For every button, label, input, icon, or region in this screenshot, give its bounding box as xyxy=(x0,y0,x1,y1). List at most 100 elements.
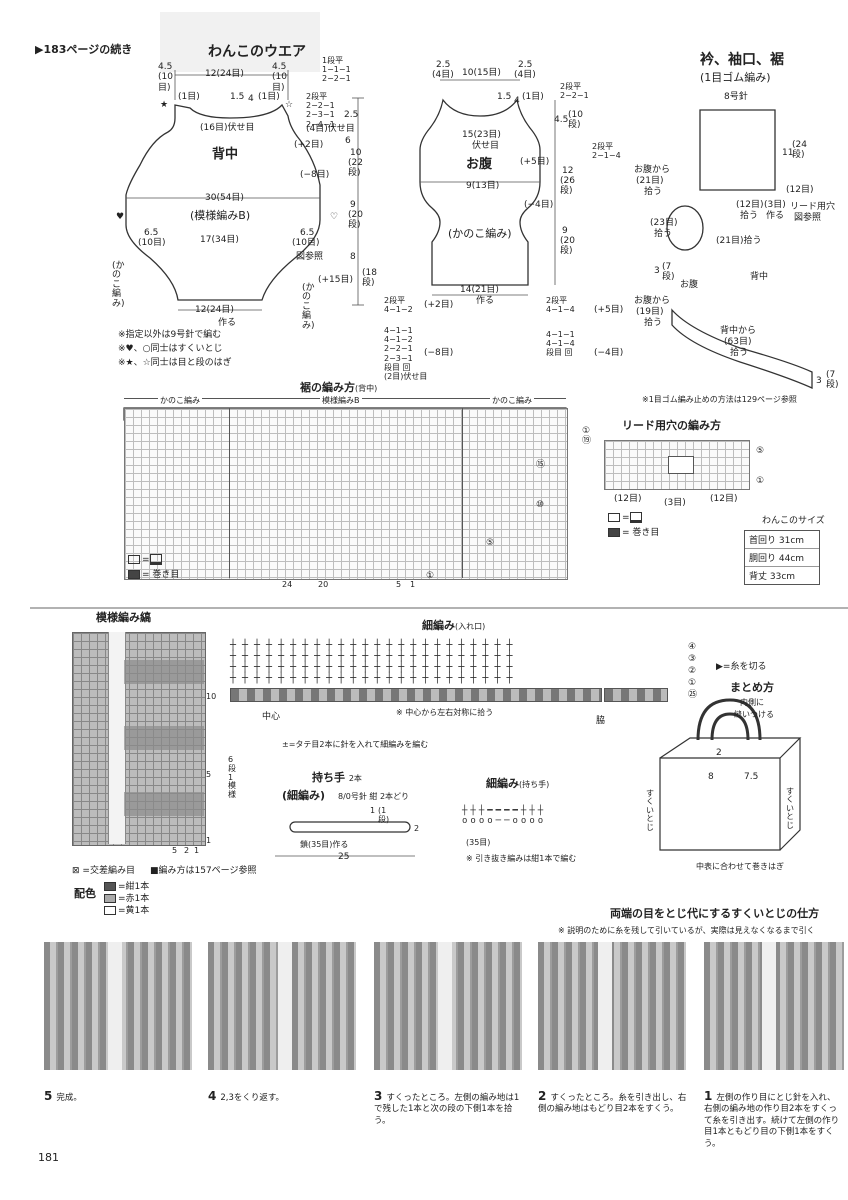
hem-chart-title-sub: (背中) xyxy=(355,384,378,393)
back-w65r-b: (10目) xyxy=(292,238,320,248)
belly-r9b: (20段) xyxy=(560,236,575,257)
bag-pattern-stripe-1 xyxy=(124,660,204,684)
hem-row-19: ⑲ xyxy=(582,436,592,446)
hem-bottom-5: 5 xyxy=(396,580,402,589)
collar-pick21b: (21目)拾う xyxy=(716,236,762,246)
collar-make3: (3目) xyxy=(764,200,786,210)
bag-sc-tate-text: =タテ目2本に針を入れて細編みを編む xyxy=(288,740,429,749)
hem-row-5: ⑤ xyxy=(486,538,495,548)
lead-hole-legend-a: = xyxy=(608,512,644,523)
back-h2b: (20段) xyxy=(348,210,363,231)
heart-left: ♥ xyxy=(116,212,125,222)
collar-pick12-b: 拾う xyxy=(740,211,759,221)
lead-hole-legend-a-text: = xyxy=(622,513,630,523)
bag-sc-tate: ±=タテ目2本に針を入れて細編みを編む xyxy=(282,740,428,749)
bag-sc-row-25: ㉕ xyxy=(688,690,698,700)
step-1-num: 1 xyxy=(704,1089,713,1103)
back-minus8: (−8目) xyxy=(300,170,330,180)
back-w65r: 6.5 xyxy=(300,228,315,238)
inc-l-a-1: 2段平 xyxy=(384,296,406,305)
belly-minus4b: (−4目) xyxy=(594,348,624,358)
back-step-2: 1−1−1 xyxy=(322,65,351,75)
finish-bottom: 中表に合わせて巻きはぎ xyxy=(696,862,784,871)
back-r25: 2.5 xyxy=(344,110,359,120)
back-bottom: 12(24目) xyxy=(195,305,234,315)
inc-steps-l-b: 4−1−1 4−1−2 2−2−1 2−3−1 段目 回 (2目)伏せ目 xyxy=(384,326,427,381)
belly-plus5: (+5目) xyxy=(520,157,550,167)
collar-note: ※1目ゴム編み止めの方法は129ページ参照 xyxy=(642,395,797,404)
bag-sc-sym: ※ 中心から左右対称に拾う xyxy=(396,708,494,717)
handle-len: 25 xyxy=(338,852,350,862)
inc-r-a-2: 4−1−4 xyxy=(546,305,575,315)
belly-kanoko: (かのこ編み) xyxy=(448,227,512,240)
belly-minus4: (−4目) xyxy=(524,200,554,210)
collar-back: 背中 xyxy=(750,272,769,282)
collar-lead: (12目) xyxy=(786,185,814,195)
step-4-text: 2,3をくり返す。 xyxy=(220,1093,285,1103)
hem-kanoko-r: かのこ編み xyxy=(490,396,534,406)
hem-row-1: ① xyxy=(426,571,435,581)
finish-2: 2 xyxy=(716,748,722,758)
belly-r9: 9 xyxy=(562,226,568,236)
dog-size-neck: 首回り 31cm xyxy=(749,536,805,546)
page-number: 181 xyxy=(38,1151,59,1164)
lead-hole-seg-c: (3目) xyxy=(664,498,686,508)
back-bindoff: (16目)伏せ目 xyxy=(200,123,255,133)
belly-n4: 4 xyxy=(514,96,520,106)
heart-right: ♡ xyxy=(330,212,339,222)
back-rstep-4: 2−4−1 xyxy=(306,119,335,129)
collar-needle: 8号針 xyxy=(724,92,748,102)
collar-title: 衿、袖口、裾 xyxy=(700,52,784,68)
handle-title-text: 持ち手 xyxy=(312,771,345,784)
handle-hb: (1段) xyxy=(378,806,390,825)
inc-l-b-4: 2−3−1 xyxy=(384,353,413,363)
lead-hole-title: リード用穴の編み方 xyxy=(622,419,721,432)
purl-box-icon xyxy=(149,554,162,565)
belly-top-r: 2.5 xyxy=(518,60,533,70)
step-3-text: すくったところ。左側の編み地は1で残した1本と次の段の下側1本を拾う。 xyxy=(374,1093,520,1126)
handle-needle: 8/0号針 紺 2本どり xyxy=(338,792,410,801)
sc2-chain: (35目) xyxy=(466,838,491,847)
bag-color-1: =紺1本 xyxy=(104,882,149,892)
collar-pick12: (12目) xyxy=(736,200,764,210)
back-top-width: 12(24目) xyxy=(205,69,244,79)
collar-r37b: (7段) xyxy=(662,262,675,283)
bag-color-title: 配色 xyxy=(74,887,96,900)
tutorial-photo-4 xyxy=(208,942,356,1070)
page-title: わんこのウエア xyxy=(208,44,306,60)
belly-r45b: (10段) xyxy=(568,110,583,131)
hem-legend-a: = xyxy=(128,554,164,565)
belly-bindoff: 15(23目) xyxy=(462,130,501,140)
inc-l-b-5: 段目 回 xyxy=(384,362,411,372)
bag-sc-base-2 xyxy=(604,688,668,702)
back-r6: 6 xyxy=(345,136,351,146)
wrap-stitch-icon-2 xyxy=(608,528,620,537)
belly-rstep-1: 2段平 xyxy=(592,142,614,151)
hem-bottom-1: 1 xyxy=(410,580,416,589)
collar-pick63: 背中から xyxy=(720,326,757,336)
belly-one-st: (1目) xyxy=(522,92,544,102)
step-4-num: 4 xyxy=(208,1089,217,1103)
inc-r-b-2: 4−1−4 xyxy=(546,339,575,349)
lead-hole-seg-r: (12目) xyxy=(710,494,738,504)
lead-hole-r5: ⑤ xyxy=(756,446,765,456)
bag-color-2: =赤1本 xyxy=(104,894,149,904)
collar-lead-b: リード用穴 xyxy=(790,202,836,212)
inc-r-a-1: 2段平 xyxy=(546,296,568,305)
bag-pattern-row-10: 10 xyxy=(206,692,217,701)
step-5-text: 完成。 xyxy=(56,1093,82,1103)
bag-pattern-repeat: 6段1模様 xyxy=(228,755,236,800)
bag-sc-row-1: ① xyxy=(688,678,697,688)
inc-l-a-2: 4−1−2 xyxy=(384,305,413,315)
bag-pattern-col-5: 5 xyxy=(172,846,178,855)
back-w17: 17(34目) xyxy=(200,235,239,245)
collar-pick19-b: (19目) xyxy=(636,307,664,317)
bag-legend-cross: ⊠ =交差編み目 xyxy=(72,866,135,876)
sc2-title: 細編み(持ち手) xyxy=(486,777,549,791)
handle-h: 1 xyxy=(370,806,376,815)
back-steps-top: 1段平 1−1−1 2−2−1 xyxy=(322,56,351,84)
bag-pattern-stripe-3 xyxy=(124,792,204,816)
bag-color-3: =黄1本 xyxy=(104,906,149,916)
